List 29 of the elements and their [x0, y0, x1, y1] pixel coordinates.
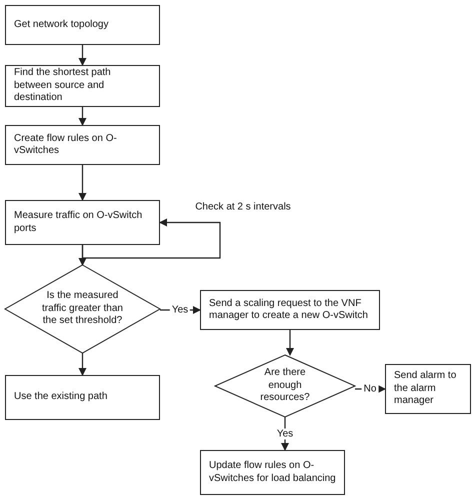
decision-text: Are there enough resources?: [259, 367, 311, 405]
step-text: Send a scaling request to the VNF manager to create a new O-vSwitch: [209, 298, 369, 322]
arrow: [281, 417, 289, 451]
process-box: [5, 200, 160, 245]
step-text: Use the existing path: [14, 391, 108, 404]
step-text: Create flow rules on O-vSwitches: [14, 132, 118, 158]
process-box: [5, 125, 160, 165]
arrow: [78, 165, 86, 201]
step-text: Update flow rules on O-vSwitches for load balancing: [209, 460, 336, 485]
process-box: [200, 450, 345, 495]
arrow: [78, 107, 86, 126]
step-text: Measure traffic on O-vSwitch ports: [14, 210, 144, 235]
arrow: [78, 45, 86, 66]
edge-label: No: [362, 384, 378, 394]
arrow: [78, 353, 86, 376]
decision-text: Is the measured traffic greater than the set threshold?: [41, 290, 124, 328]
process-box: [385, 364, 471, 414]
process-box: [5, 5, 160, 45]
arrow: [286, 330, 294, 356]
edge-label: Yes: [274, 428, 296, 439]
step-text: Get network topology: [14, 18, 108, 32]
edge-label: Yes: [170, 304, 190, 316]
arrow: [82, 218, 221, 259]
step-text: Find the shortest path between source and destination: [14, 67, 112, 105]
step-text: Send alarm to the alarm manager: [394, 370, 458, 408]
edge-label: Check at 2 s intervals: [193, 202, 293, 212]
process-box: [5, 65, 160, 107]
process-box: [200, 290, 380, 330]
process-box: [5, 375, 160, 420]
